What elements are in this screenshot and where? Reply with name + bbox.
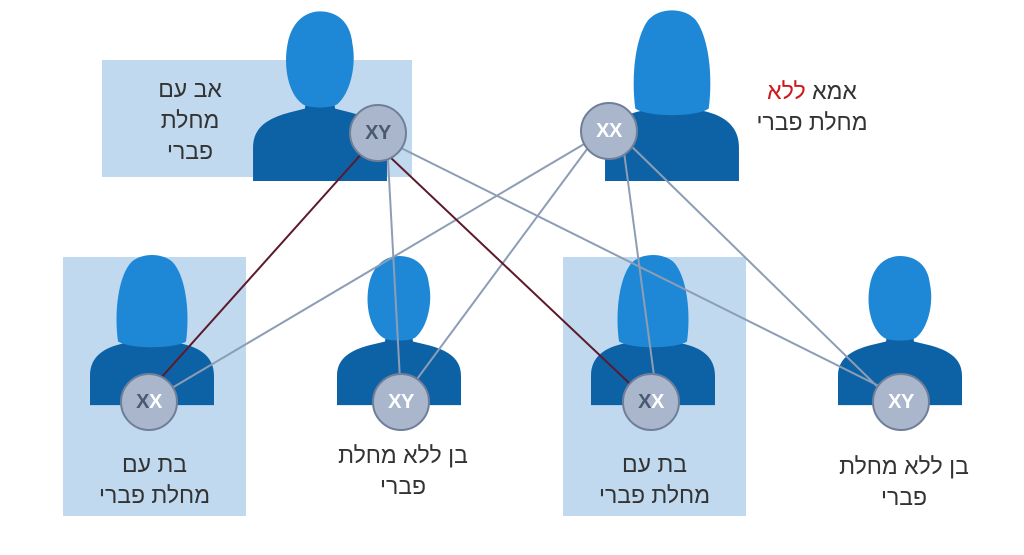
- daughter-1-label: בת עם מחלת פברי: [72, 449, 237, 511]
- father-label: אב עם מחלת פברי: [140, 74, 240, 167]
- line-mother-to-son-2: [621, 136, 890, 399]
- son-2-chromosome-2: Y: [901, 390, 914, 413]
- son-1-chromosome-1: X: [388, 390, 401, 413]
- daughter-2-chromosome-1: X: [638, 390, 651, 413]
- mother-label-line-2: מחלת פברי: [756, 109, 868, 135]
- father-chromosome-2: Y: [378, 121, 391, 144]
- son-1-label: בן ללא מחלת פברי: [313, 440, 493, 502]
- daughter-2-label-line-2: מחלת פברי: [599, 482, 710, 508]
- daughter-2-label-line-1: בת עם: [621, 451, 688, 477]
- son-1-label-line-1: בן ללא מחלת: [338, 442, 468, 468]
- daughter-2-label: בת עם מחלת פברי: [572, 449, 737, 511]
- line-father-y-to-son-1: [386, 140, 402, 399]
- father-label-line-3: פברי: [166, 138, 214, 164]
- mother-label: אמא ללא מחלת פברי: [742, 76, 882, 138]
- line-mother-to-daughter-1: [154, 136, 597, 399]
- daughter-1-chromosome-1: X: [136, 390, 149, 413]
- daughter-1-chromosome-2: X: [149, 390, 162, 413]
- mother-label-highlight: ללא: [767, 78, 806, 104]
- mother-label-prefix: אמא: [812, 78, 857, 104]
- daughter-2-chromosome-2: X: [651, 390, 664, 413]
- line-father-x-to-daughter-1: [142, 140, 374, 399]
- line-father-x-to-daughter-2: [372, 140, 646, 399]
- son-2-label: בן ללא מחלת פברי: [814, 451, 994, 513]
- son-2-label-line-2: פברי: [880, 484, 928, 510]
- mother-chromosome-1: X: [596, 119, 609, 142]
- line-mother-to-son-1: [402, 136, 597, 399]
- son-1-label-line-2: פברי: [379, 473, 427, 499]
- father-chromosome-1: X: [365, 121, 378, 144]
- son-2-chromosome-1: X: [888, 390, 901, 413]
- daughter-1-label-line-1: בת עם: [121, 451, 188, 477]
- father-label-line-1: אב עם: [158, 76, 222, 102]
- line-father-y-to-son-2: [386, 140, 904, 399]
- daughter-1-label-line-2: מחלת פברי: [99, 482, 210, 508]
- mother-chromosome-2: X: [609, 119, 622, 142]
- son-2-label-line-1: בן ללא מחלת: [839, 453, 969, 479]
- mother-label-line-1: אמא ללא: [742, 76, 882, 107]
- son-1-chromosome-2: Y: [401, 390, 414, 413]
- father-label-line-2: מחלת: [160, 107, 220, 133]
